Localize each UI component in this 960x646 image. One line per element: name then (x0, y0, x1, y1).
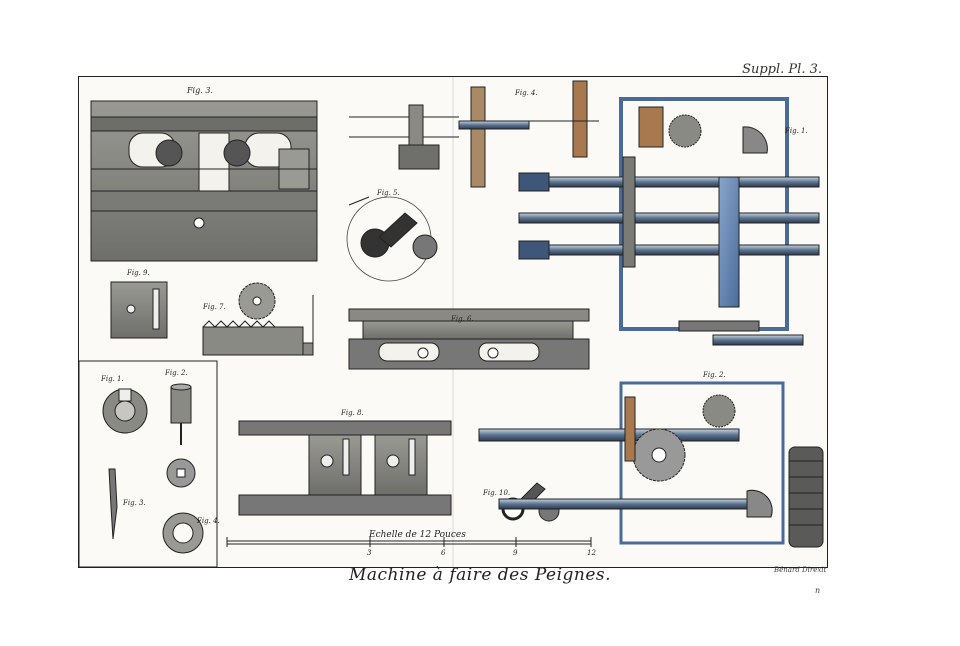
fig4-shaft-assembly (349, 80, 599, 188)
fig4-label: Fig. 4. (514, 89, 538, 97)
scale-label: Echelle de 12 Pouces (368, 530, 466, 540)
fig8-frame (238, 420, 452, 516)
inset-fig4-ring (162, 512, 204, 554)
fig3-machine-frame (90, 100, 318, 262)
fig7-label: Fig. 7. (202, 303, 226, 311)
scale-tick-3: 3 (367, 549, 372, 557)
scale-bar (226, 537, 592, 547)
inset-fig4-label: Fig. 4. (196, 517, 220, 525)
inset-fig2-spool (166, 383, 196, 488)
inset-fig2-label: Fig. 2. (164, 369, 188, 377)
right-fig1-machine (518, 97, 820, 346)
fig7-rack-pinion (202, 282, 314, 356)
inset-fig1-label: Fig. 1. (100, 375, 124, 383)
fig5-cam-wheel (346, 196, 438, 282)
plate-caption: Machine à faire des Peignes. (348, 565, 612, 585)
scale-tick-6: 6 (441, 549, 446, 557)
right-fig2-label: Fig. 2. (702, 371, 726, 379)
inset-fig3-tool (108, 468, 118, 540)
engraving-plate: Fig. 3. Fig. 9. Fig. 7. Fig. 1. (78, 76, 828, 568)
fig10-label: Fig. 10. (482, 489, 510, 497)
engraver-signature: Bénard Direxit (774, 566, 827, 574)
scale-tick-9: 9 (513, 549, 518, 557)
fig3-label: Fig. 3. (186, 86, 213, 95)
fig9-label: Fig. 9. (126, 269, 150, 277)
scale-tick-12: 12 (587, 549, 596, 557)
right-fig2-machine (478, 381, 824, 548)
inset-fig1-wheel (102, 388, 148, 434)
engraving-illustration: Fig. 3. Fig. 9. Fig. 7. Fig. 1. (79, 77, 824, 567)
fig5-label: Fig. 5. (376, 189, 400, 197)
fig9-block (110, 281, 168, 339)
right-fig1-label: Fig. 1. (784, 127, 808, 135)
fig6-carriage (348, 308, 590, 370)
fig6-label: Fig. 6. (450, 315, 474, 323)
fig8-label: Fig. 8. (340, 409, 364, 417)
plate-number: Suppl. Pl. 3. (742, 62, 822, 77)
page-mark: n (815, 586, 821, 595)
inset-fig3-label: Fig. 3. (122, 499, 146, 507)
